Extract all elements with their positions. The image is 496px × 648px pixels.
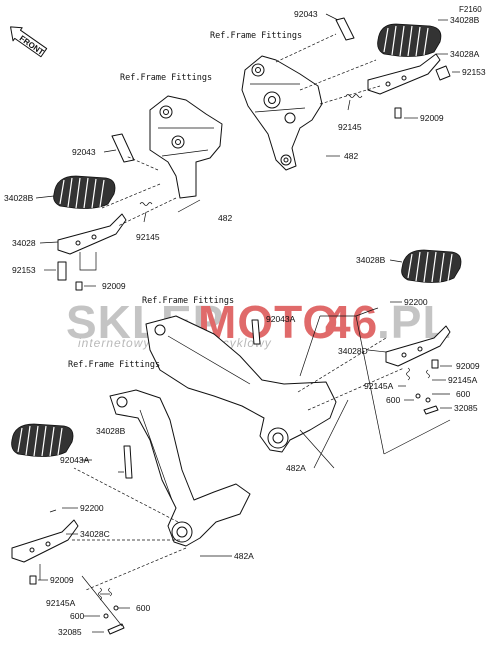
label-482-upper: 482 [344,151,358,161]
label-600-right-a: 600 [386,395,400,405]
label-92043-upper: 92043 [294,9,318,19]
pin-92200-left [49,509,57,513]
pin-92043-left [111,133,135,163]
label-92043A-lower: 92043A [60,455,90,465]
pin-92043-upper [335,17,355,41]
ref-frame-fittings-label-3: Ref.Frame Fittings [142,296,234,306]
footpeg-34028A [367,53,441,95]
label-92043A-upper: 92043A [266,314,296,324]
washer-92009-lower-left [29,575,37,585]
right-footpeg-bracket [241,55,323,171]
label-34028B-lower-left: 34028B [96,426,126,436]
label-92043-left: 92043 [72,147,96,157]
label-92009-left: 92009 [102,281,126,291]
footpeg-rubber-34028B-upper-right [377,23,442,57]
label-34028D: 34028D [338,346,368,356]
label-92145A-right-b: 92145A [448,375,478,385]
ball-600-right-b [425,397,431,403]
front-arrow-badge: FRONT [10,26,48,58]
washer-92009-left [75,281,83,291]
leader-lines [35,13,460,633]
spring-92145-left [139,202,153,206]
label-34028B-left: 34028B [4,193,34,203]
label-92153-upper: 92153 [462,67,486,77]
label-34028: 34028 [12,238,36,248]
label-92200-right: 92200 [404,297,428,307]
label-34028A: 34028A [450,49,480,59]
spring-92145A-right-a [406,367,410,381]
ball-600-right-a [415,393,421,399]
label-600-right-b: 600 [456,389,470,399]
spring-92145-upper [345,94,363,98]
bolt-92153-left [57,261,67,281]
label-32085-left: 32085 [58,627,82,637]
label-92145A-left: 92145A [46,598,76,608]
spring-92145A-right-b [426,369,430,379]
label-34028B-lower-right: 34028B [356,255,386,265]
label-34028B-upper: 34028B [450,15,480,25]
pin-32085-left [107,623,125,635]
left-footpeg-bracket [149,95,223,199]
pin-92200-right [371,307,379,311]
watermark-text-2: MOTO [198,296,339,348]
pin-92043A-lower [123,445,133,479]
diagram-code: F2160 [459,5,482,14]
pin-92043A-upper [251,319,261,345]
label-482-left: 482 [218,213,232,223]
label-92145A-right-a: 92145A [364,381,394,391]
footpeg-rubber-34028B-left [53,175,116,209]
part-labels: Ref.Frame Fittings Ref.Frame Fittings Re… [4,9,486,637]
label-600-left-a: 600 [136,603,150,613]
ref-frame-fittings-label-4: Ref.Frame Fittings [68,360,160,370]
footpeg-rubber-34028B-lower-right [401,249,462,283]
ref-frame-fittings-label-2: Ref.Frame Fittings [120,73,212,83]
washer-92009-upper [394,107,402,119]
spring-92145A-left-b [108,587,112,597]
washer-92009-lower-right [431,359,439,369]
spring-92145A-left-a [98,587,102,601]
label-92145-left: 92145 [136,232,160,242]
label-34028C: 34028C [80,529,110,539]
pin-32085-right [423,405,439,415]
label-92145-upper: 92145 [338,122,362,132]
label-482A-middle: 482A [286,463,306,473]
watermark-text-3: 46 [325,296,378,348]
label-600-left-b: 600 [70,611,84,621]
ball-600-left-b [103,613,109,619]
footpeg-34028 [57,213,127,255]
label-92200-left: 92200 [80,503,104,513]
footpeg-34028D [385,325,451,367]
label-92009-upper: 92009 [420,113,444,123]
label-482A-lower: 482A [234,551,254,561]
rear-footpeg-frame [109,315,337,547]
ball-600-left-a [113,605,119,611]
ref-frame-fittings-label-1: Ref.Frame Fittings [210,31,302,41]
footpeg-34028C [11,519,79,563]
footpeg-rubber-34028B-lower-left [11,423,74,457]
pin-482-left [177,199,201,213]
label-92009-lower-left: 92009 [50,575,74,585]
label-92009-lower-right: 92009 [456,361,480,371]
label-92153-left: 92153 [12,265,36,275]
label-32085-right: 32085 [454,403,478,413]
bolt-92153-upper [435,65,451,81]
